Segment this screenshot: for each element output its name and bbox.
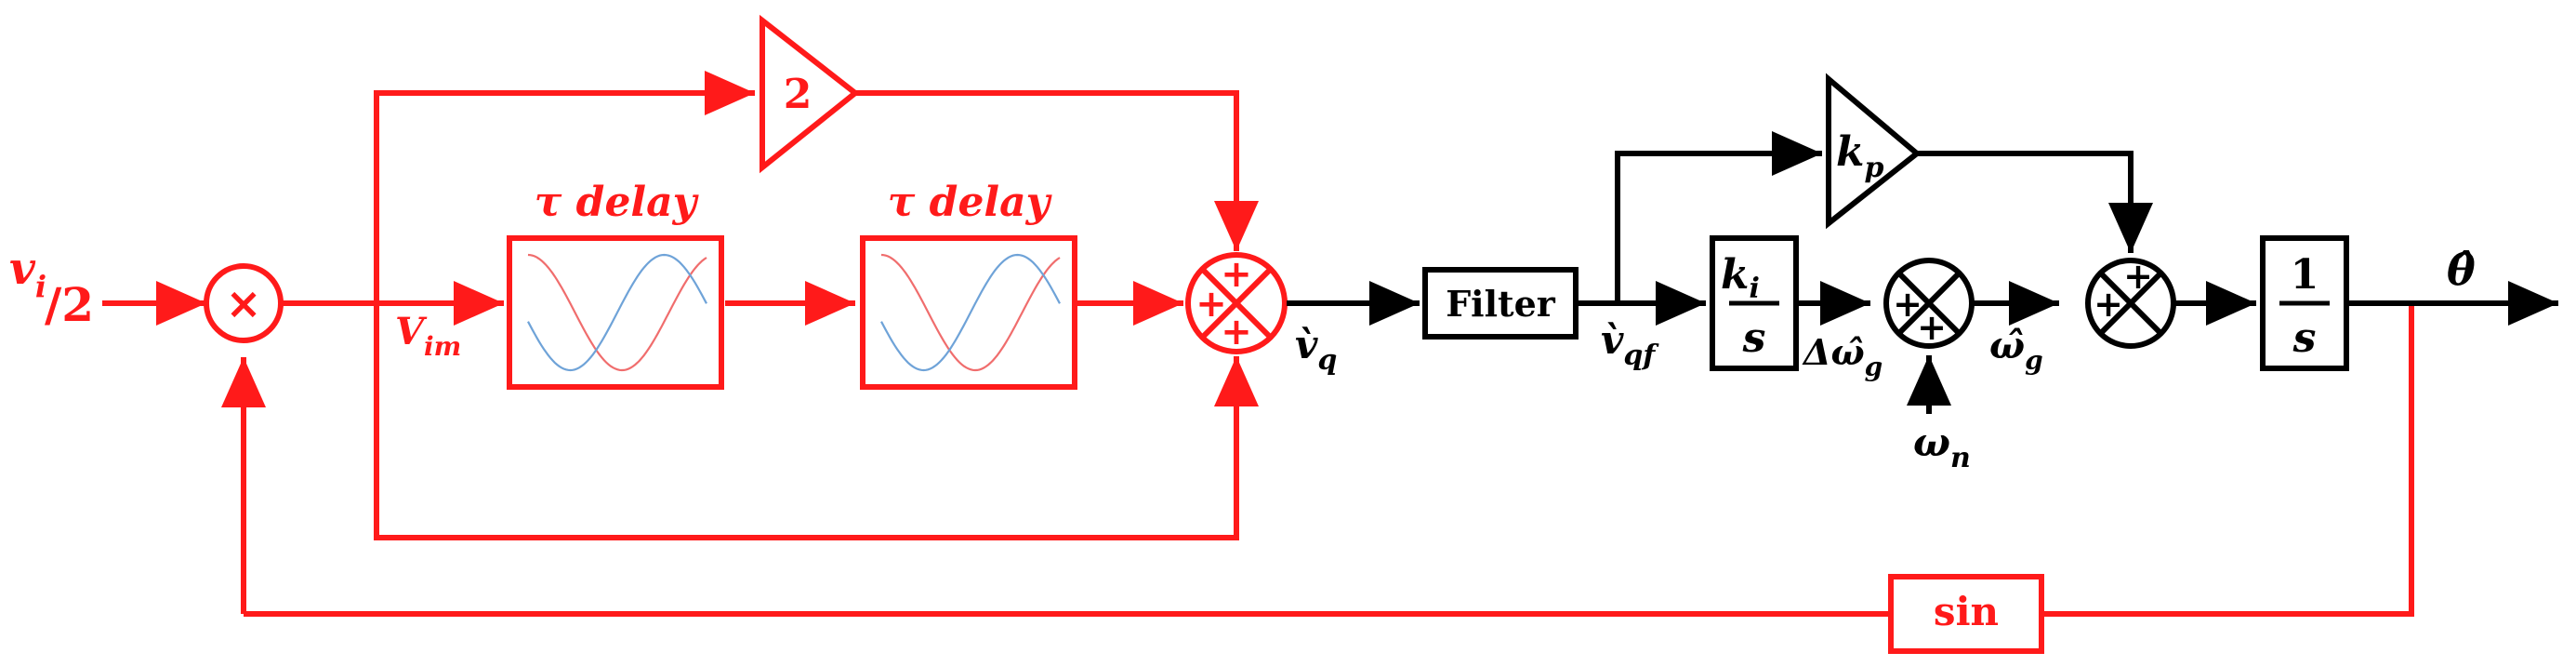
delay1-label: τ delay [535,179,700,226]
freq-sum-plus-left: + [2094,284,2123,325]
input-label: vi [9,243,46,304]
sum-plus-bottom: + [1221,311,1252,353]
omega-n-label: ωn [1913,420,1971,474]
frequency-summing-junction [2085,258,2176,349]
integrator-denominator: s [2292,314,2317,362]
theta-hat-label: θ̂ [2447,245,2476,295]
ki-block [1710,235,1799,371]
freq-sum-plus-top: + [2123,256,2153,297]
gain-two-label: 2 [784,71,812,118]
kp-gain-triangle [1826,73,1922,230]
top-branch [374,71,755,400]
ki-denominator: s [1742,314,1766,362]
pi-sum-plus-bottom: + [1917,307,1947,348]
multiplier-node [204,263,284,343]
multiplier-symbol: × [226,278,262,328]
delay1-block [507,235,724,390]
delta-omega-label: Δω̂g [1802,331,1882,382]
delay2-block [860,235,1077,390]
red-section [102,14,2414,654]
integrator-block [2260,235,2349,371]
black-section [1287,73,2558,414]
omega-hat-label: ω̂g [1989,324,2043,376]
sin-label: sin [1934,589,1999,634]
filter-block [1422,267,1579,340]
kp-label: kp [1836,128,1884,184]
pi-summing-junction [1883,258,1975,349]
delay-waveforms [527,253,1061,372]
delay1-wave-blue [527,253,707,372]
ki-numerator: ki [1721,251,1760,305]
bottom-branch [374,303,1259,540]
delay1-wave-red [527,253,707,372]
delay2-label: τ delay [888,179,1053,226]
gain-to-sum-arrow [855,90,1259,251]
red-summing-junction [1185,252,1288,354]
sum-plus-left: + [1196,283,1227,326]
kp-to-sum2-arrow [1917,151,2153,253]
kp-branch-arrow [1615,131,1822,303]
input-divisor: /2 [45,277,94,332]
sin-block [1888,574,2044,654]
vim-label: Vim [395,310,461,362]
integrator-numerator: 1 [2291,251,2319,299]
filter-label: Filter [1446,283,1556,325]
vqf-label: v̀qf [1601,317,1659,372]
vq-label: v̀q [1295,322,1337,377]
delay2-wave-blue [880,253,1061,372]
feedback-line [2043,303,2414,617]
pi-sum-plus-left: + [1893,284,1922,325]
sum-plus-top: + [1221,253,1252,296]
gain-two-triangle [760,14,860,174]
delay2-wave-red [880,253,1061,372]
